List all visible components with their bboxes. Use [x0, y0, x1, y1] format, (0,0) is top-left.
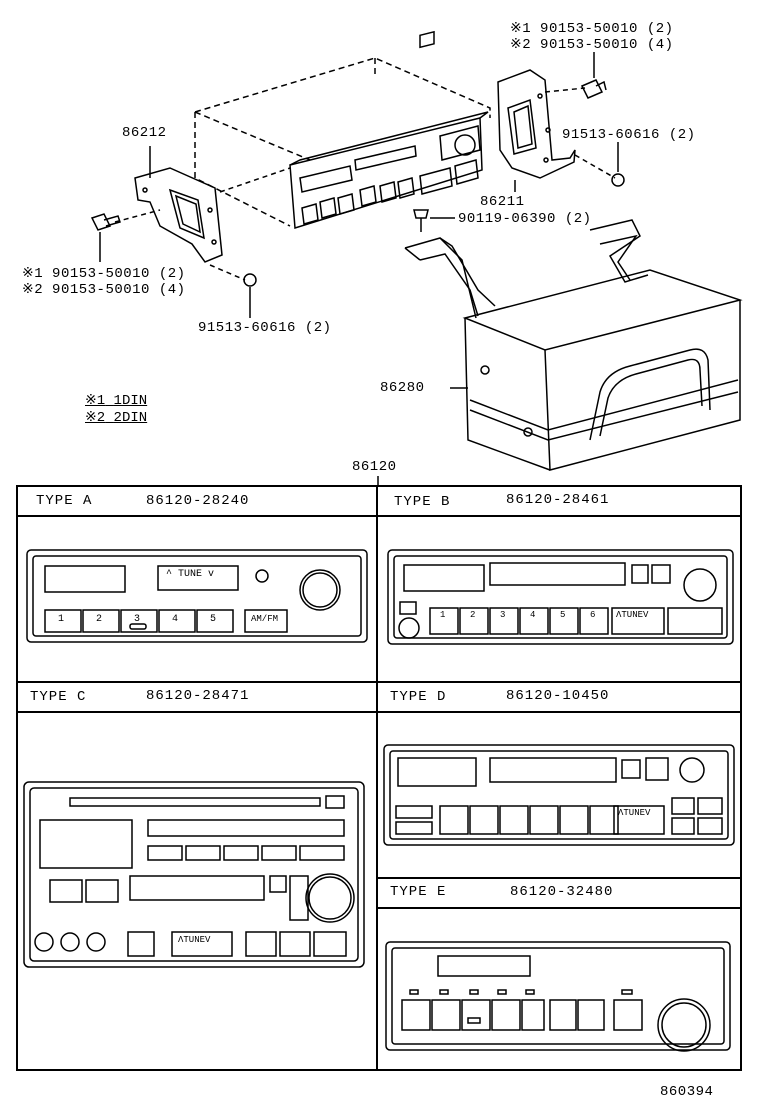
radio-head-unit: [194, 30, 491, 229]
radio-type-a: [26, 549, 368, 643]
radio-b-preset-5: 5: [560, 610, 566, 620]
nut-left: [243, 273, 257, 287]
radio-a-preset-5: 5: [210, 614, 217, 625]
radio-b-preset-4: 4: [530, 610, 536, 620]
nut-right: [611, 173, 625, 187]
radio-b-preset-1: 1: [440, 610, 446, 620]
type-a-label: TYPE A: [36, 493, 93, 509]
type-table: [16, 485, 742, 1071]
part-label-86211: 86211: [480, 194, 525, 210]
note-tr-line-1: ※1 90153-50010 (2): [510, 21, 674, 37]
part-label-91513-right: 91513-60616 (2): [562, 127, 696, 143]
radio-a-preset-4: 4: [172, 614, 179, 625]
radio-a-preset-1: 1: [58, 614, 65, 625]
screw-right: [580, 52, 607, 99]
radio-b-preset-3: 3: [500, 610, 506, 620]
part-label-86280: 86280: [380, 380, 425, 396]
radio-type-e: [385, 941, 731, 1052]
note-bl-line-2: ※2 90153-50010 (4): [22, 282, 186, 298]
bolt-90119: [413, 209, 455, 232]
type-b-part: 86120-28461: [506, 492, 610, 508]
legend-line-1: ※1 1DIN: [85, 393, 148, 409]
type-c-part: 86120-28471: [146, 688, 250, 704]
part-label-90119: 90119-06390 (2): [458, 211, 592, 227]
type-d-part: 86120-10450: [506, 688, 610, 704]
radio-a-preset-2: 2: [96, 614, 103, 625]
radio-a-preset-3: 3: [134, 614, 141, 625]
radio-d-tune: ΛTUNEV: [618, 808, 651, 818]
radio-type-b: [387, 549, 734, 645]
bracket-86211: [497, 69, 616, 192]
screw-left: [90, 213, 121, 262]
part-label-91513-left: 91513-60616 (2): [198, 320, 332, 336]
bracket-86212: [114, 146, 291, 281]
radio-c-tune: ΛTUNEV: [178, 935, 211, 945]
type-c-label: TYPE C: [30, 689, 87, 705]
radio-b-preset-2: 2: [470, 610, 476, 620]
legend-line-2: ※2 2DIN: [85, 410, 148, 426]
mounting-box-86280: [404, 219, 743, 471]
type-e-part: 86120-32480: [510, 884, 614, 900]
radio-type-c: [23, 781, 365, 968]
note-bl-line-1: ※1 90153-50010 (2): [22, 266, 186, 282]
type-a-part: 86120-28240: [146, 493, 250, 509]
note-tr-line-2: ※2 90153-50010 (4): [510, 37, 674, 53]
footer-code: 860394: [660, 1084, 714, 1100]
assembly-number: 86120: [352, 459, 397, 475]
part-label-86212: 86212: [122, 125, 167, 141]
radio-type-d: [383, 744, 735, 846]
type-d-label: TYPE D: [390, 689, 447, 705]
type-e-label: TYPE E: [390, 884, 447, 900]
radio-b-tune: ΛTUNEV: [616, 610, 649, 620]
type-b-label: TYPE B: [394, 494, 451, 510]
radio-a-am-fm: AM/FM: [251, 614, 279, 624]
radio-a-tune: ^ TUNE v: [166, 569, 215, 580]
radio-b-preset-6: 6: [590, 610, 596, 620]
